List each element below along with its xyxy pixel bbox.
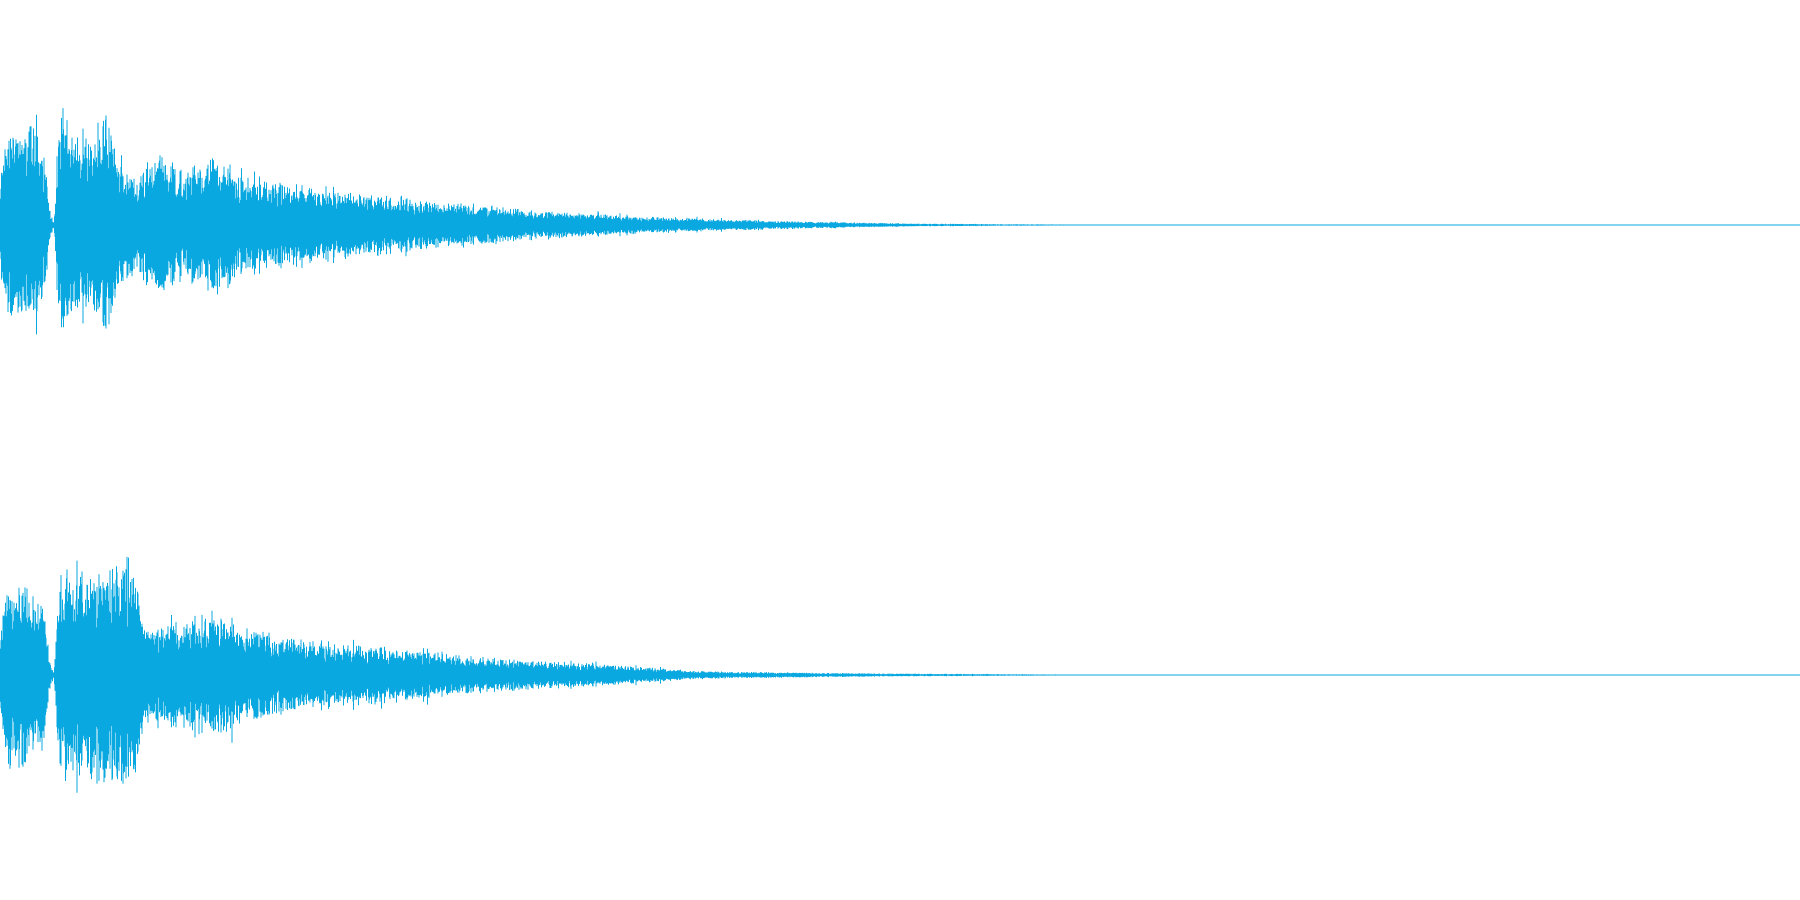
waveform-channel-1: [0, 108, 1800, 335]
waveform-trace: [0, 108, 1236, 335]
waveform-channel-2: [0, 556, 1800, 793]
waveform-trace: [0, 556, 1237, 793]
